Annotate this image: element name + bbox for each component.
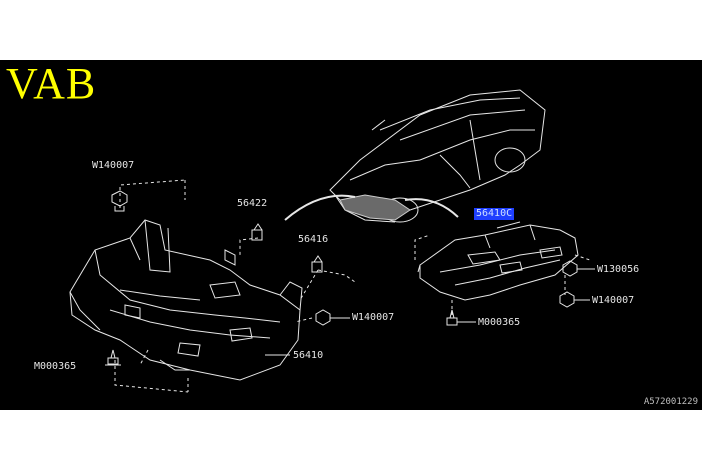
callout-56416: 56416: [298, 234, 329, 245]
parts-diagram: [69, 89, 595, 393]
callout-m000365-right: M000365: [478, 317, 521, 328]
diagram-canvas: [0, 60, 702, 410]
callout-m000365-left: M000365: [34, 361, 77, 372]
vehicle-illustration: [329, 89, 546, 223]
undercover-56410c-drawing: [417, 224, 579, 301]
model-label: VAB: [6, 59, 97, 108]
callout-w140007-top: W140007: [92, 160, 135, 171]
undercover-mesh: [339, 194, 411, 221]
callout-56410: 56410: [293, 350, 324, 361]
callout-w140007-right: W140007: [592, 295, 635, 306]
callout-56422: 56422: [237, 198, 268, 209]
callout-w140007-mid: W140007: [352, 312, 395, 323]
undercover-56410-drawing: [69, 219, 303, 381]
callout-56410c: 56410C: [474, 208, 515, 220]
reference-code: A572001229: [643, 397, 698, 407]
callout-w130056: W130056: [597, 264, 640, 275]
